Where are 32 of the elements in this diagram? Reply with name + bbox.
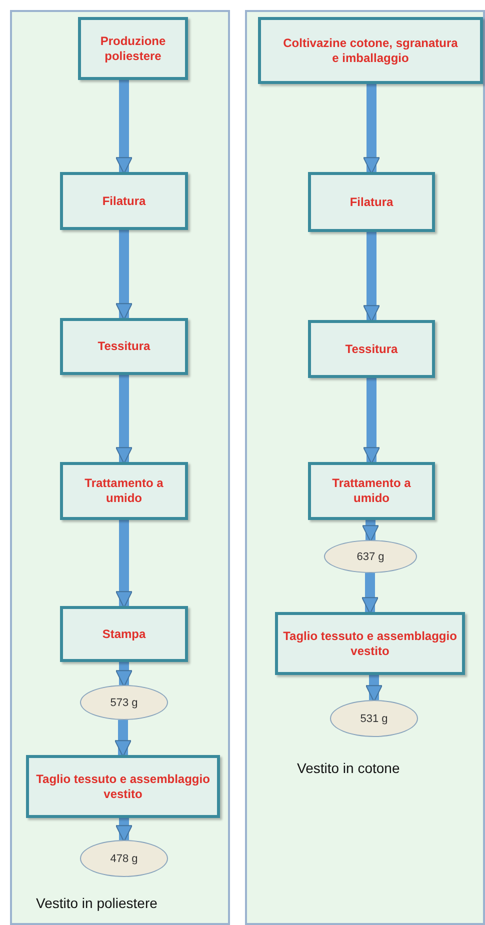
flow-arrow: [363, 84, 380, 174]
mass-ellipse: 531 g: [330, 700, 418, 737]
flow-arrow: [362, 573, 378, 614]
column-caption: Vestito in cotone: [297, 760, 400, 776]
flow-arrow: [116, 818, 132, 842]
flow-arrow: [116, 80, 132, 174]
process-box: Trattamento a umido: [60, 462, 188, 520]
mass-ellipse: 637 g: [324, 540, 417, 573]
column-caption: Vestito in poliestere: [36, 895, 158, 911]
process-box: Filatura: [308, 172, 435, 232]
process-box: Taglio tessuto e assemblaggio vestito: [26, 755, 220, 818]
flow-arrow: [363, 232, 380, 322]
flow-arrow: [114, 720, 132, 758]
process-box: Taglio tessuto e assemblaggio vestito: [275, 612, 465, 675]
process-box: Trattamento a umido: [308, 462, 435, 520]
flow-arrow: [363, 378, 380, 464]
column-panel: [245, 10, 485, 925]
process-box: Produzione poliestere: [78, 17, 188, 80]
flow-arrow: [362, 520, 379, 542]
flow-arrow: [366, 675, 382, 702]
flow-arrow: [116, 662, 132, 688]
flow-arrow: [116, 520, 132, 608]
flow-arrow: [116, 230, 132, 320]
process-box: Tessitura: [308, 320, 435, 378]
column-panel: [10, 10, 230, 925]
mass-ellipse: 573 g: [80, 685, 168, 720]
flow-arrow: [116, 375, 132, 464]
process-box: Coltivazine cotone, sgranatura e imballaggio: [258, 17, 483, 84]
process-box: Stampa: [60, 606, 188, 662]
process-box: Filatura: [60, 172, 188, 230]
process-box: Tessitura: [60, 318, 188, 375]
mass-ellipse: 478 g: [80, 840, 168, 877]
